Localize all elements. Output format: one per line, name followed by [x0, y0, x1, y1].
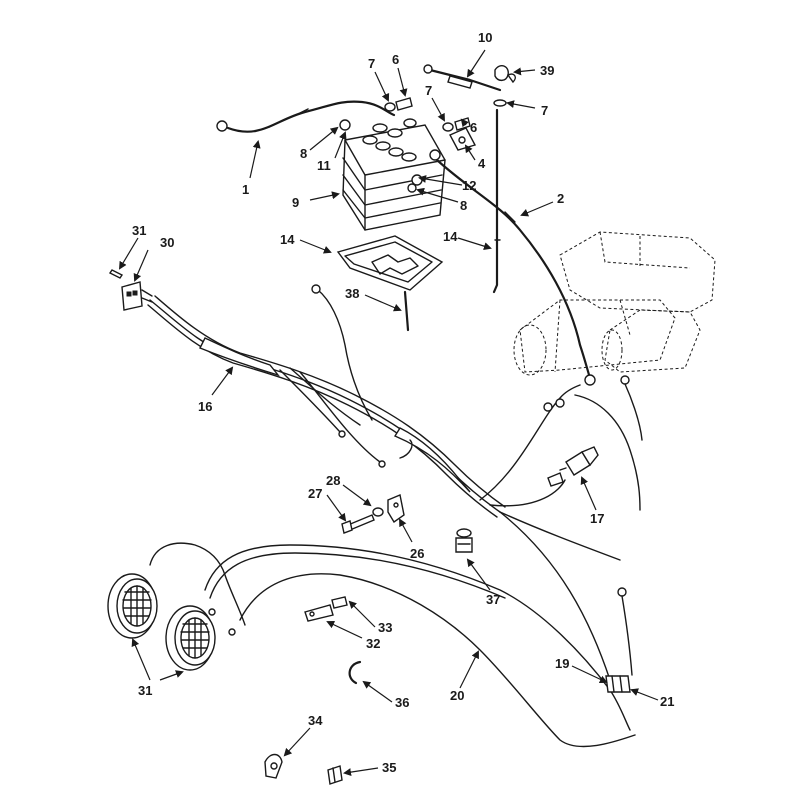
callout-33: 33: [378, 620, 392, 635]
callout-21: 21: [660, 694, 674, 709]
leader-lines: [118, 49, 659, 777]
callout-labels: 10 39 7 7 6 7 6 4 8 11 12 8 1 9 2 14 14 …: [132, 30, 674, 775]
callout-7-left: 7: [368, 56, 375, 71]
callout-16: 16: [198, 399, 212, 414]
wing-nut-39: [493, 65, 516, 107]
mount-hardware-32-33: [304, 596, 348, 622]
lead-38: [311, 284, 410, 421]
starter-motor-ghost: [513, 231, 716, 376]
callout-4: 4: [478, 156, 486, 171]
ring-36: [348, 660, 362, 685]
callout-30: 31: [132, 223, 146, 238]
headlight-harness-20: [149, 511, 636, 748]
callout-2: 2: [557, 191, 564, 206]
callout-9: 9: [292, 195, 299, 210]
callout-32: 32: [366, 636, 380, 651]
callout-14-right: 12: [462, 178, 476, 193]
ground-strap-12: [423, 64, 502, 92]
callout-38: 38: [345, 286, 359, 301]
hold-down-rod: [492, 108, 501, 294]
wiring-harness-16: [147, 295, 621, 561]
callout-26: 26: [410, 546, 424, 561]
callout-19: 19: [555, 656, 569, 671]
callout-35: 35: [382, 760, 396, 775]
callout-39: 39: [540, 63, 554, 78]
callout-14-left: 11: [317, 158, 331, 173]
callout-37: 37: [486, 592, 500, 607]
headlight-31a: [107, 573, 158, 639]
battery: [339, 118, 446, 231]
callout-31: 31: [138, 683, 152, 698]
headlight-31b: [165, 605, 216, 671]
callout-10: 14: [280, 232, 295, 247]
battery-cable-2: [435, 158, 596, 386]
connector-29: [108, 269, 153, 311]
callout-7-mid: 7: [425, 83, 432, 98]
callout-7-right: 7: [541, 103, 548, 118]
callout-20: 20: [450, 688, 464, 703]
callout-6-right: 6: [470, 120, 477, 135]
switch-37: [455, 528, 473, 553]
callout-34: 34: [308, 713, 323, 728]
battery-tray: [336, 235, 444, 291]
connector-35: [327, 765, 343, 785]
callout-6-left: 6: [392, 52, 399, 67]
lead-terminal: [547, 472, 564, 487]
callout-8-left: 8: [300, 146, 307, 161]
callout-17: 17: [590, 511, 604, 526]
callout-12: 10: [478, 30, 492, 45]
callout-36: 36: [395, 695, 409, 710]
callout-28: 28: [326, 473, 340, 488]
starter-connections: [543, 375, 643, 511]
callout-1: 1: [242, 182, 249, 197]
callout-8-right: 8: [460, 198, 467, 213]
clamp-19: [605, 675, 631, 693]
bracket-hardware: [341, 494, 405, 534]
callout-29: 30: [160, 235, 174, 250]
callout-11: 14: [443, 229, 458, 244]
clip-34: [264, 753, 283, 779]
battery-cable-1: [216, 100, 396, 133]
sender-17: [559, 446, 599, 476]
callout-27: 27: [308, 486, 322, 501]
